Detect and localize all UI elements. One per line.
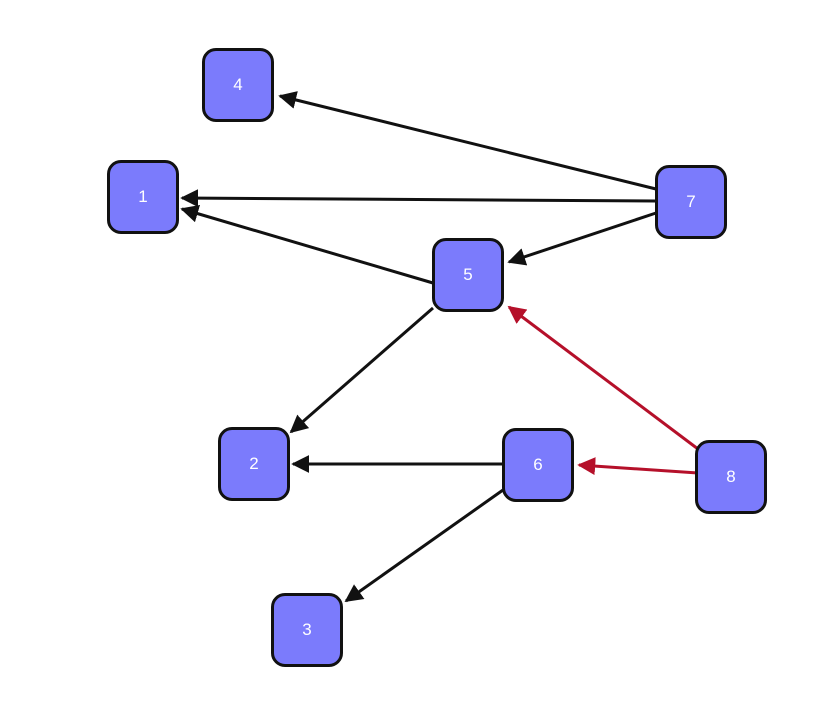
node-3[interactable]: 3 xyxy=(271,593,343,667)
node-1[interactable]: 1 xyxy=(107,160,179,234)
node-label: 4 xyxy=(233,75,243,94)
node-label: 1 xyxy=(138,187,148,206)
edge-6-to-3 xyxy=(344,488,504,603)
edge-5-to-2 xyxy=(289,306,434,434)
node-label: 7 xyxy=(686,192,696,211)
edge-7-to-4 xyxy=(278,91,657,191)
node-7[interactable]: 7 xyxy=(655,165,727,239)
node-label: 3 xyxy=(302,620,312,639)
edge-7-to-5 xyxy=(507,211,657,266)
edge-8-to-6 xyxy=(577,457,699,476)
edge-5-to-1 xyxy=(180,204,434,285)
node-8[interactable]: 8 xyxy=(695,440,767,514)
node-label: 2 xyxy=(249,454,259,473)
edge-8-to-5 xyxy=(507,305,699,451)
node-5[interactable]: 5 xyxy=(432,238,504,312)
node-label: 8 xyxy=(726,467,736,486)
node-6[interactable]: 6 xyxy=(502,428,574,502)
node-2[interactable]: 2 xyxy=(218,427,290,501)
edge-7-to-1 xyxy=(180,189,657,208)
node-label: 5 xyxy=(463,265,473,284)
node-label: 6 xyxy=(533,455,543,474)
node-4[interactable]: 4 xyxy=(202,48,274,122)
